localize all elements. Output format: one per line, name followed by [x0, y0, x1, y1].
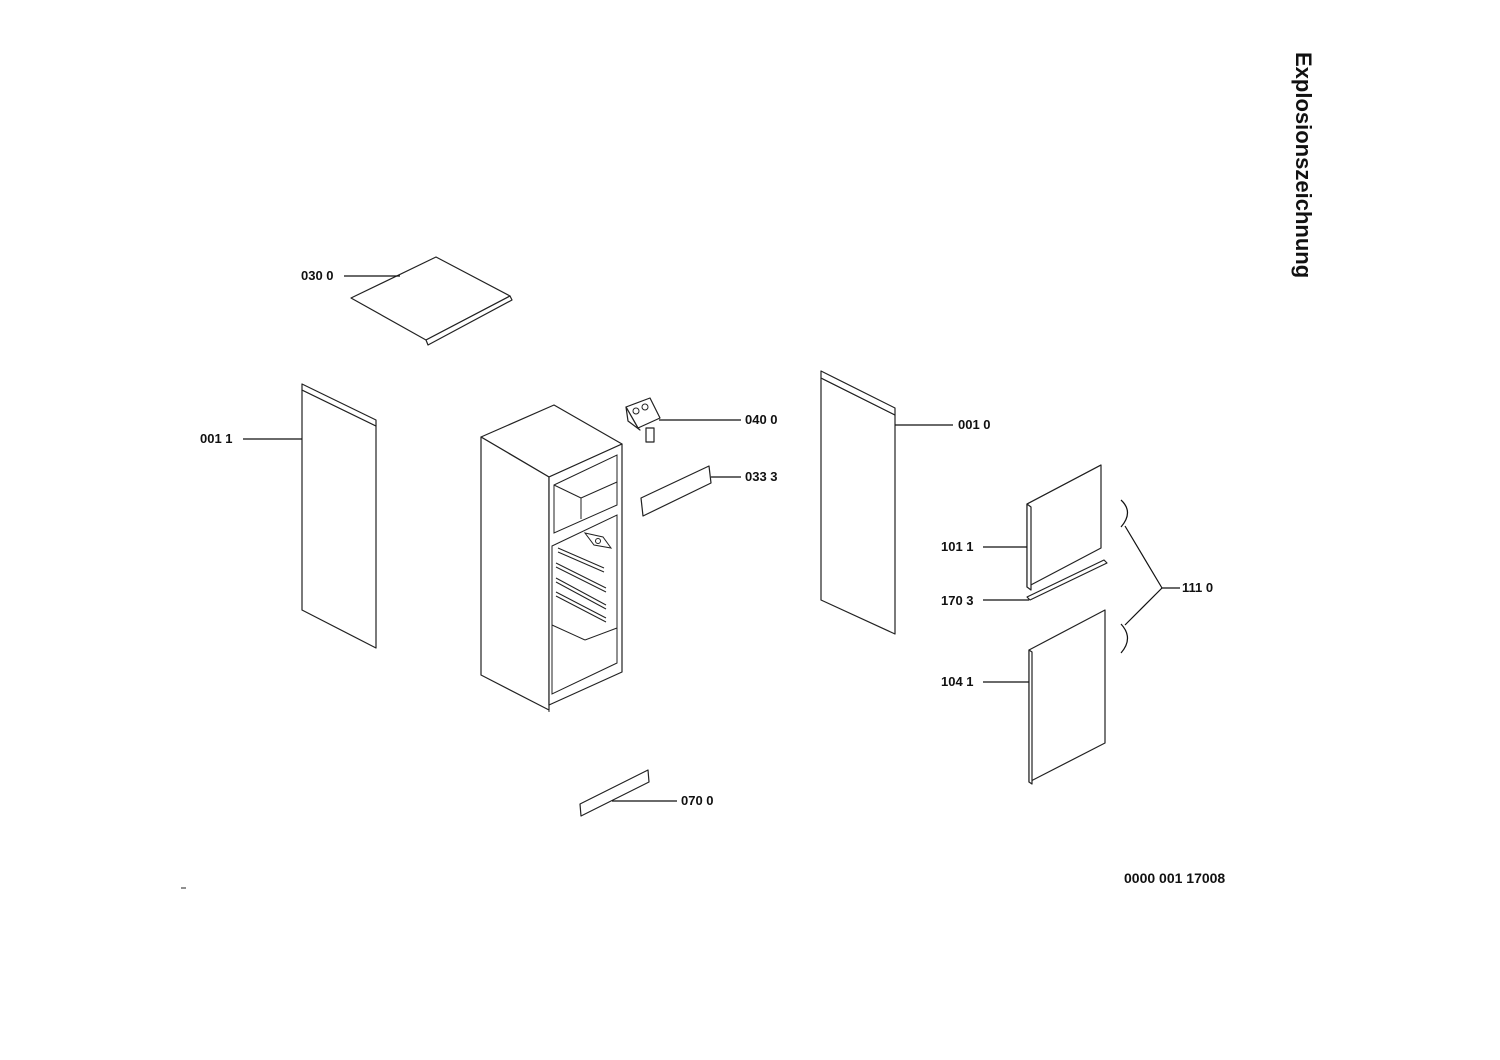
- callout-001-1: 001 1: [200, 431, 233, 446]
- base-strip: [579, 769, 650, 817]
- left-side-panel: [301, 383, 377, 649]
- callout-033-3: 033 3: [745, 469, 778, 484]
- top-cover-panel: [350, 256, 513, 346]
- lower-door: [1028, 609, 1106, 785]
- right-side-panel: [820, 370, 896, 635]
- door-set-bracket: [1120, 499, 1180, 654]
- callout-170-3: 170 3: [941, 593, 974, 608]
- trim-strip: [640, 465, 712, 517]
- drawing-title: Explosionszeichnung: [1291, 52, 1316, 278]
- callout-030-0: 030 0: [301, 268, 334, 283]
- callout-104-1: 104 1: [941, 674, 974, 689]
- document-number: 0000 001 17008: [1124, 870, 1225, 886]
- callout-040-0: 040 0: [745, 412, 778, 427]
- upper-door: [1026, 464, 1102, 591]
- callout-070-0: 070 0: [681, 793, 714, 808]
- cabinet-body: [480, 404, 623, 712]
- door-strip: [1026, 559, 1108, 601]
- callout-111-0: 111 0: [1182, 580, 1213, 595]
- hinge-bracket: [625, 397, 661, 443]
- callout-001-0: 001 0: [958, 417, 991, 432]
- callout-101-1: 101 1: [941, 539, 974, 554]
